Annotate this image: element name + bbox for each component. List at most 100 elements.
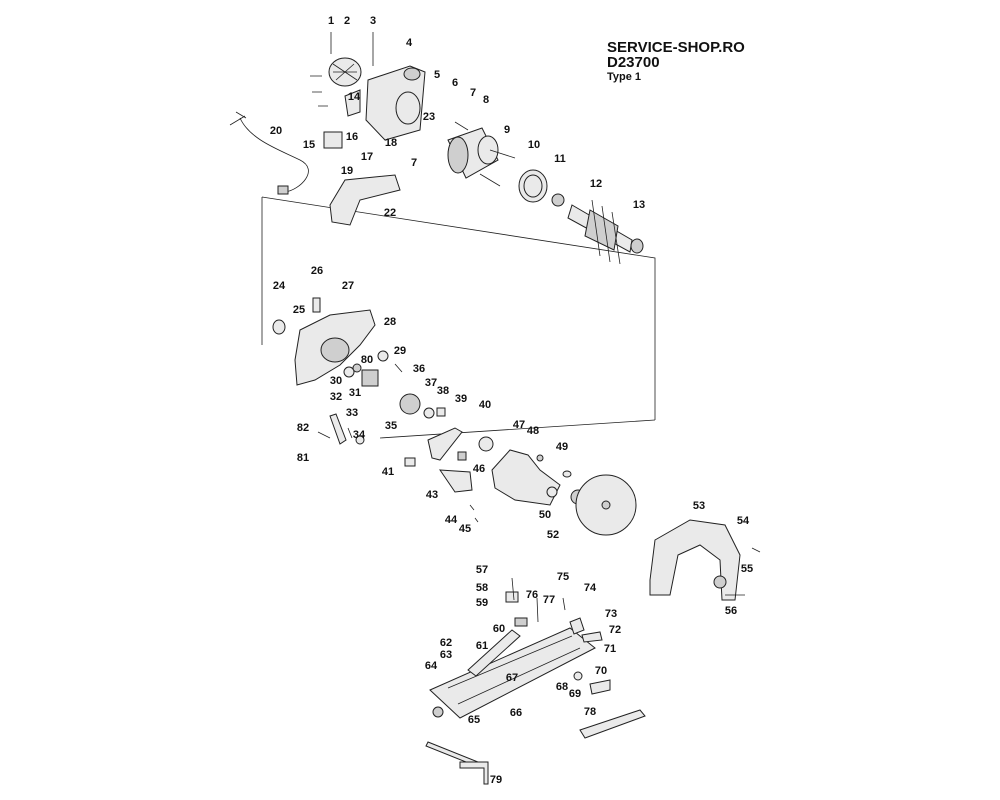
callout-label: 23 [423, 111, 435, 123]
o-ring-40 [478, 436, 494, 452]
bearing-30 [343, 366, 355, 378]
callout-label: 80 [361, 354, 373, 366]
callout-label: 48 [527, 425, 539, 437]
callout-label: 55 [741, 563, 753, 575]
spring-34 [355, 435, 365, 445]
screw-29 [394, 363, 403, 373]
washer-80 [352, 363, 362, 373]
callout-label: 71 [604, 643, 616, 655]
callout-label: 50 [539, 509, 551, 521]
callout-label: 35 [385, 420, 397, 432]
callout-label: 22 [384, 207, 396, 219]
plate-39 [427, 427, 463, 461]
lever [329, 413, 347, 445]
callout-label: 46 [473, 463, 485, 475]
shoe-ribs [447, 635, 581, 705]
upper-guard [649, 519, 741, 601]
brush-holder [344, 89, 361, 117]
callout-label: 76 [526, 589, 538, 601]
field-core [447, 136, 469, 174]
callout-label: 15 [303, 139, 315, 151]
screws [310, 32, 374, 107]
callout-label: 62 [440, 637, 452, 649]
upper-guard-group [649, 519, 761, 601]
armature-fan [591, 199, 621, 265]
callout-label: 65 [468, 714, 480, 726]
spacer-38 [436, 407, 446, 417]
housing-boss [403, 67, 421, 81]
callout-label: 60 [493, 623, 505, 635]
bearing-37 [423, 407, 435, 419]
callout-label: 63 [440, 649, 452, 661]
title-block: SERVICE-SHOP.RO D23700 Type 1 [607, 40, 745, 83]
lock-clip [312, 297, 321, 313]
flange-55 [713, 575, 727, 589]
callout-label: 7 [411, 157, 417, 169]
cord-wires [229, 111, 247, 126]
callout-label: 2 [344, 15, 350, 27]
callout-label: 49 [556, 441, 568, 453]
callout-label: 30 [330, 375, 342, 387]
callout-label: 1 [328, 15, 334, 27]
callout-label: 72 [609, 624, 621, 636]
gear-housing-boss [320, 337, 350, 363]
callout-label: 11 [554, 153, 566, 165]
callout-label: 31 [349, 387, 361, 399]
lower-guard [491, 449, 561, 506]
shoe-plate [429, 627, 596, 719]
bracket-60 [514, 617, 528, 627]
knob-58 [505, 591, 519, 603]
callout-label: 29 [394, 345, 406, 357]
callout-label: 67 [506, 672, 518, 684]
assembly-guide-line-lower [379, 419, 656, 439]
callout-label: 74 [584, 582, 597, 594]
assembly-guide-line [261, 196, 656, 420]
guard-screws [725, 547, 761, 596]
depth-bracket-61 [467, 629, 521, 677]
callout-label: 20 [270, 125, 282, 137]
gear [399, 393, 421, 415]
callout-label: 61 [476, 640, 488, 652]
callout-label: 47 [513, 419, 525, 431]
callout-label: 41 [382, 466, 394, 478]
callout-label: 37 [425, 377, 437, 389]
baffle-ring-inner [523, 174, 543, 198]
motor-housing-group [229, 32, 644, 265]
power-cord [239, 117, 309, 193]
callout-label: 18 [385, 137, 397, 149]
callout-label: 56 [725, 605, 737, 617]
callout-label: 64 [425, 660, 438, 672]
base-screws [511, 577, 566, 623]
callout-label: 36 [413, 363, 425, 375]
base-plate-group [429, 577, 611, 719]
callout-label: 24 [273, 280, 286, 292]
model-number: D23700 [607, 54, 660, 71]
callout-label: 53 [693, 500, 705, 512]
callout-label: 8 [483, 94, 489, 106]
guard-link-43 [439, 469, 473, 493]
bracket-71 [581, 631, 603, 643]
callout-label: 78 [584, 706, 596, 718]
bracket-41 [404, 457, 416, 467]
callout-label: 68 [556, 681, 568, 693]
rear-bearing [630, 238, 644, 254]
fan-baffle [477, 135, 499, 165]
callout-label: 75 [557, 571, 569, 583]
callout-label: 27 [342, 280, 354, 292]
plug [277, 185, 289, 195]
callout-label: 34 [353, 429, 366, 441]
callout-label: 32 [330, 391, 342, 403]
callout-label: 58 [476, 582, 488, 594]
callout-label: 9 [504, 124, 510, 136]
callout-label: 73 [605, 608, 617, 620]
bolt-70 [589, 679, 611, 695]
housing-opening [395, 91, 421, 125]
callout-label: 69 [569, 688, 581, 700]
spring-48 [536, 454, 544, 462]
washer-68 [573, 671, 583, 681]
washer-49 [562, 470, 572, 478]
callout-label: 57 [476, 564, 488, 576]
field-screws [454, 121, 516, 187]
clamp-72 [569, 617, 585, 635]
